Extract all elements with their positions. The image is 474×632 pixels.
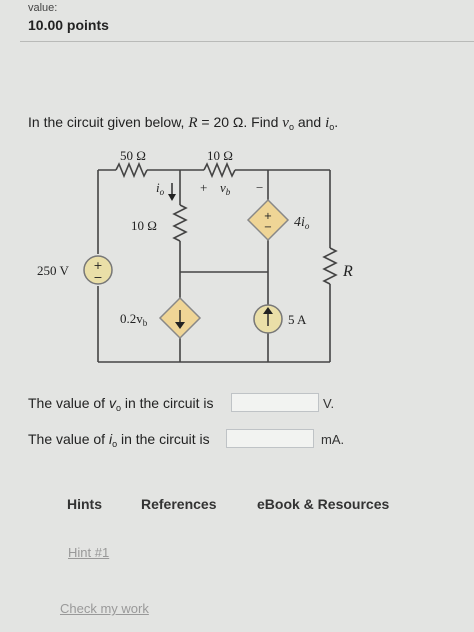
dependent-voltage-source [246, 198, 290, 242]
answer-vo-label: The value of vo in the circuit is [28, 395, 214, 413]
label-5a: 5 A [288, 312, 307, 327]
label-250v: 250 V [37, 263, 70, 278]
io-unit: mA. [321, 432, 345, 447]
label-vb: vb [220, 180, 231, 197]
label-4io: 4io [294, 215, 310, 231]
svg-text:−: − [264, 222, 272, 233]
vo-unit: V. [323, 396, 335, 411]
value-label: value: [28, 2, 58, 14]
answer-io-label: The value of io in the circuit is [28, 431, 210, 449]
label-R: R [342, 263, 353, 280]
resistor-R [322, 247, 338, 285]
ebook-resources-tab[interactable]: eBook & Resources [257, 496, 390, 512]
resistor-10-top [203, 161, 236, 179]
arrow-down-icon [175, 322, 185, 329]
io-arrow-icon [168, 194, 176, 201]
label-minus: − [256, 180, 263, 195]
label-10-ohm-mid: 10 Ω [131, 218, 157, 233]
label-10-ohm-top: 10 Ω [207, 148, 233, 163]
hint-1-link[interactable]: Hint #1 [68, 545, 110, 560]
points-value: 10.00 points [28, 17, 109, 33]
minus-sign: − [93, 271, 102, 284]
voltage-source [83, 255, 113, 285]
plus-sign: + [93, 259, 102, 272]
question-text: In the circuit given below, R = 20 Ω. Fi… [28, 114, 339, 132]
resistor-50 [115, 161, 148, 179]
label-0-2vb: 0.2vb [120, 311, 148, 328]
label-io: io [156, 180, 165, 197]
check-my-work-link[interactable]: Check my work [60, 601, 149, 616]
svg-text:+: + [264, 211, 272, 222]
references-tab[interactable]: References [141, 496, 217, 512]
resistor-10-mid [172, 204, 188, 242]
hints-tab[interactable]: Hints [67, 496, 102, 512]
label-50-ohm: 50 Ω [120, 148, 146, 163]
header-divider [20, 41, 474, 42]
arrow-up-icon [263, 307, 273, 314]
io-input[interactable] [226, 429, 314, 448]
label-plus: + [200, 180, 207, 195]
vo-input[interactable] [231, 393, 319, 412]
